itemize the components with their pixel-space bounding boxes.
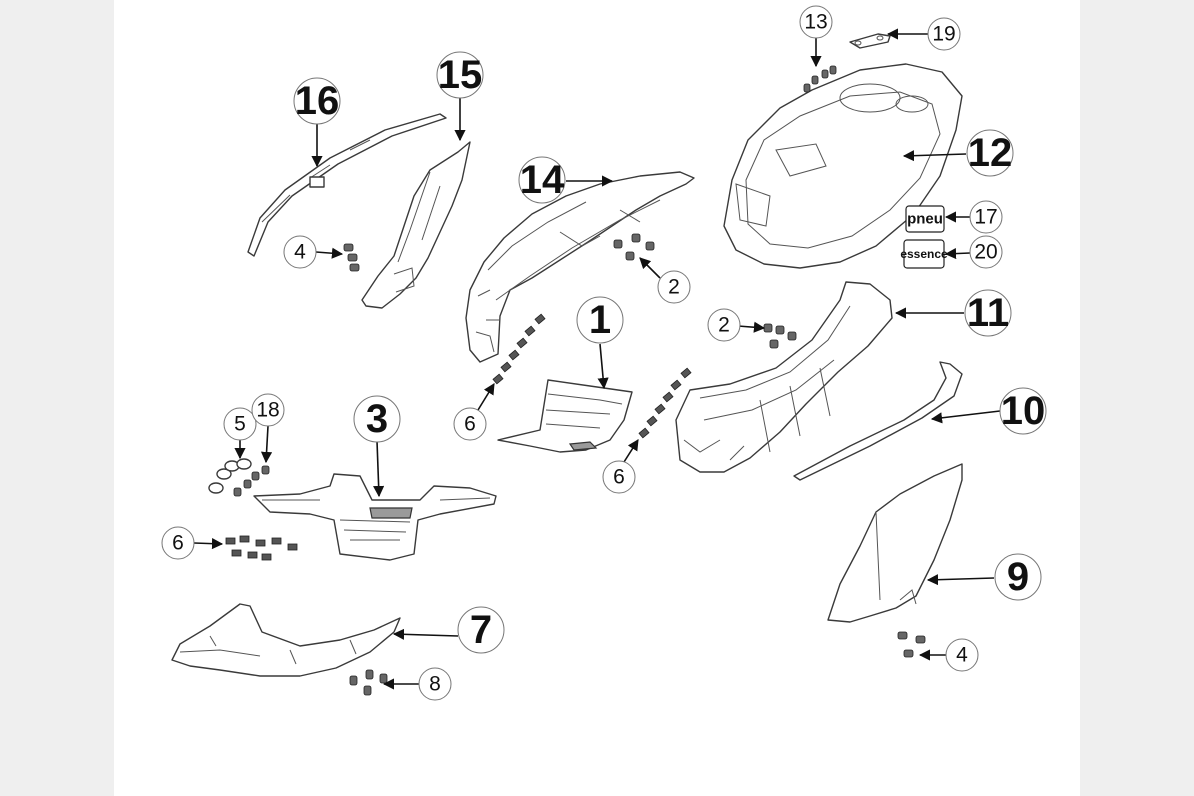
callout-19-text: 19 <box>932 23 955 46</box>
callout-11: 11 <box>964 289 1012 337</box>
callout-4a-text: 4 <box>294 241 306 264</box>
callout-4b-text: 4 <box>956 644 968 667</box>
callout-8-text: 8 <box>429 673 441 696</box>
callout-2a: 2 <box>657 270 691 304</box>
screw-group-4a <box>343 243 360 272</box>
screw-group-5-18 <box>208 458 270 497</box>
screw-group-8 <box>349 669 388 696</box>
callout-6c: 6 <box>161 526 195 560</box>
callout-3-text: 3 <box>366 397 388 441</box>
callout-13: 13 <box>799 5 833 39</box>
leader-lines <box>193 28 1001 690</box>
callout-15: 15 <box>436 51 484 99</box>
screw-group-2b <box>763 323 797 349</box>
callout-7-text: 7 <box>470 608 492 652</box>
callout-7: 7 <box>457 606 505 654</box>
part-10-trim-rail <box>793 361 963 481</box>
callout-10-text: 10 <box>1001 389 1046 433</box>
part-16-trim-strip <box>247 113 447 257</box>
callout-1-text: 1 <box>589 298 611 342</box>
callout-6b: 6 <box>602 460 636 494</box>
part-19-bracket <box>849 33 891 49</box>
callout-14-text: 14 <box>520 158 565 202</box>
part-20-label-essence: essence <box>900 239 948 269</box>
part-7-lower-skirt <box>171 603 401 677</box>
callout-1: 1 <box>576 296 624 344</box>
callout-10: 10 <box>999 387 1047 435</box>
callout-20: 20 <box>969 235 1003 269</box>
part-3-floor-frame <box>253 473 497 561</box>
callout-9-text: 9 <box>1007 555 1029 599</box>
callout-12-text: 12 <box>968 131 1013 175</box>
clip-group-6c <box>225 535 298 561</box>
callout-6b-text: 6 <box>613 466 625 489</box>
callout-5: 5 <box>223 407 257 441</box>
callout-11-text: 11 <box>967 291 1009 335</box>
callout-4a: 4 <box>283 235 317 269</box>
part-15-side-panel <box>361 141 471 309</box>
callout-6c-text: 6 <box>172 532 184 555</box>
callout-2b: 2 <box>707 308 741 342</box>
callout-15-text: 15 <box>438 53 483 97</box>
pneu-label-text: pneu <box>907 211 943 228</box>
callout-4b: 4 <box>945 638 979 672</box>
callout-6a: 6 <box>453 407 487 441</box>
screw-group-13 <box>803 65 837 93</box>
essence-label-text: essence <box>900 247 948 261</box>
part-12-storage-bin <box>723 63 963 269</box>
part-1-center-cover <box>497 379 633 453</box>
screw-group-2a <box>613 233 655 261</box>
callout-2b-text: 2 <box>718 314 730 337</box>
callout-9: 9 <box>994 553 1042 601</box>
part-9-rear-lower-panel <box>827 463 963 623</box>
callout-12: 12 <box>966 129 1014 177</box>
callout-2a-text: 2 <box>668 276 680 299</box>
clip-group-6b <box>638 367 692 439</box>
part-14-front-cover <box>465 171 695 363</box>
callout-17: 17 <box>969 200 1003 234</box>
callout-8: 8 <box>418 667 452 701</box>
callout-14: 14 <box>518 156 566 204</box>
callout-5-text: 5 <box>234 413 246 436</box>
callout-18: 18 <box>251 393 285 427</box>
part-11-rear-side-cover <box>675 281 893 473</box>
callout-6a-text: 6 <box>464 413 476 436</box>
callout-20-text: 20 <box>974 241 997 264</box>
clip-group-6a <box>492 313 546 385</box>
part-17-label-pneu: pneu <box>905 205 945 233</box>
callout-3: 3 <box>353 395 401 443</box>
callout-16: 16 <box>293 77 341 125</box>
screw-group-4b <box>897 631 926 658</box>
callout-13-text: 13 <box>804 11 827 34</box>
callout-18-text: 18 <box>256 399 279 422</box>
callout-19: 19 <box>927 17 961 51</box>
callout-17-text: 17 <box>974 206 997 229</box>
callout-16-text: 16 <box>295 79 340 123</box>
